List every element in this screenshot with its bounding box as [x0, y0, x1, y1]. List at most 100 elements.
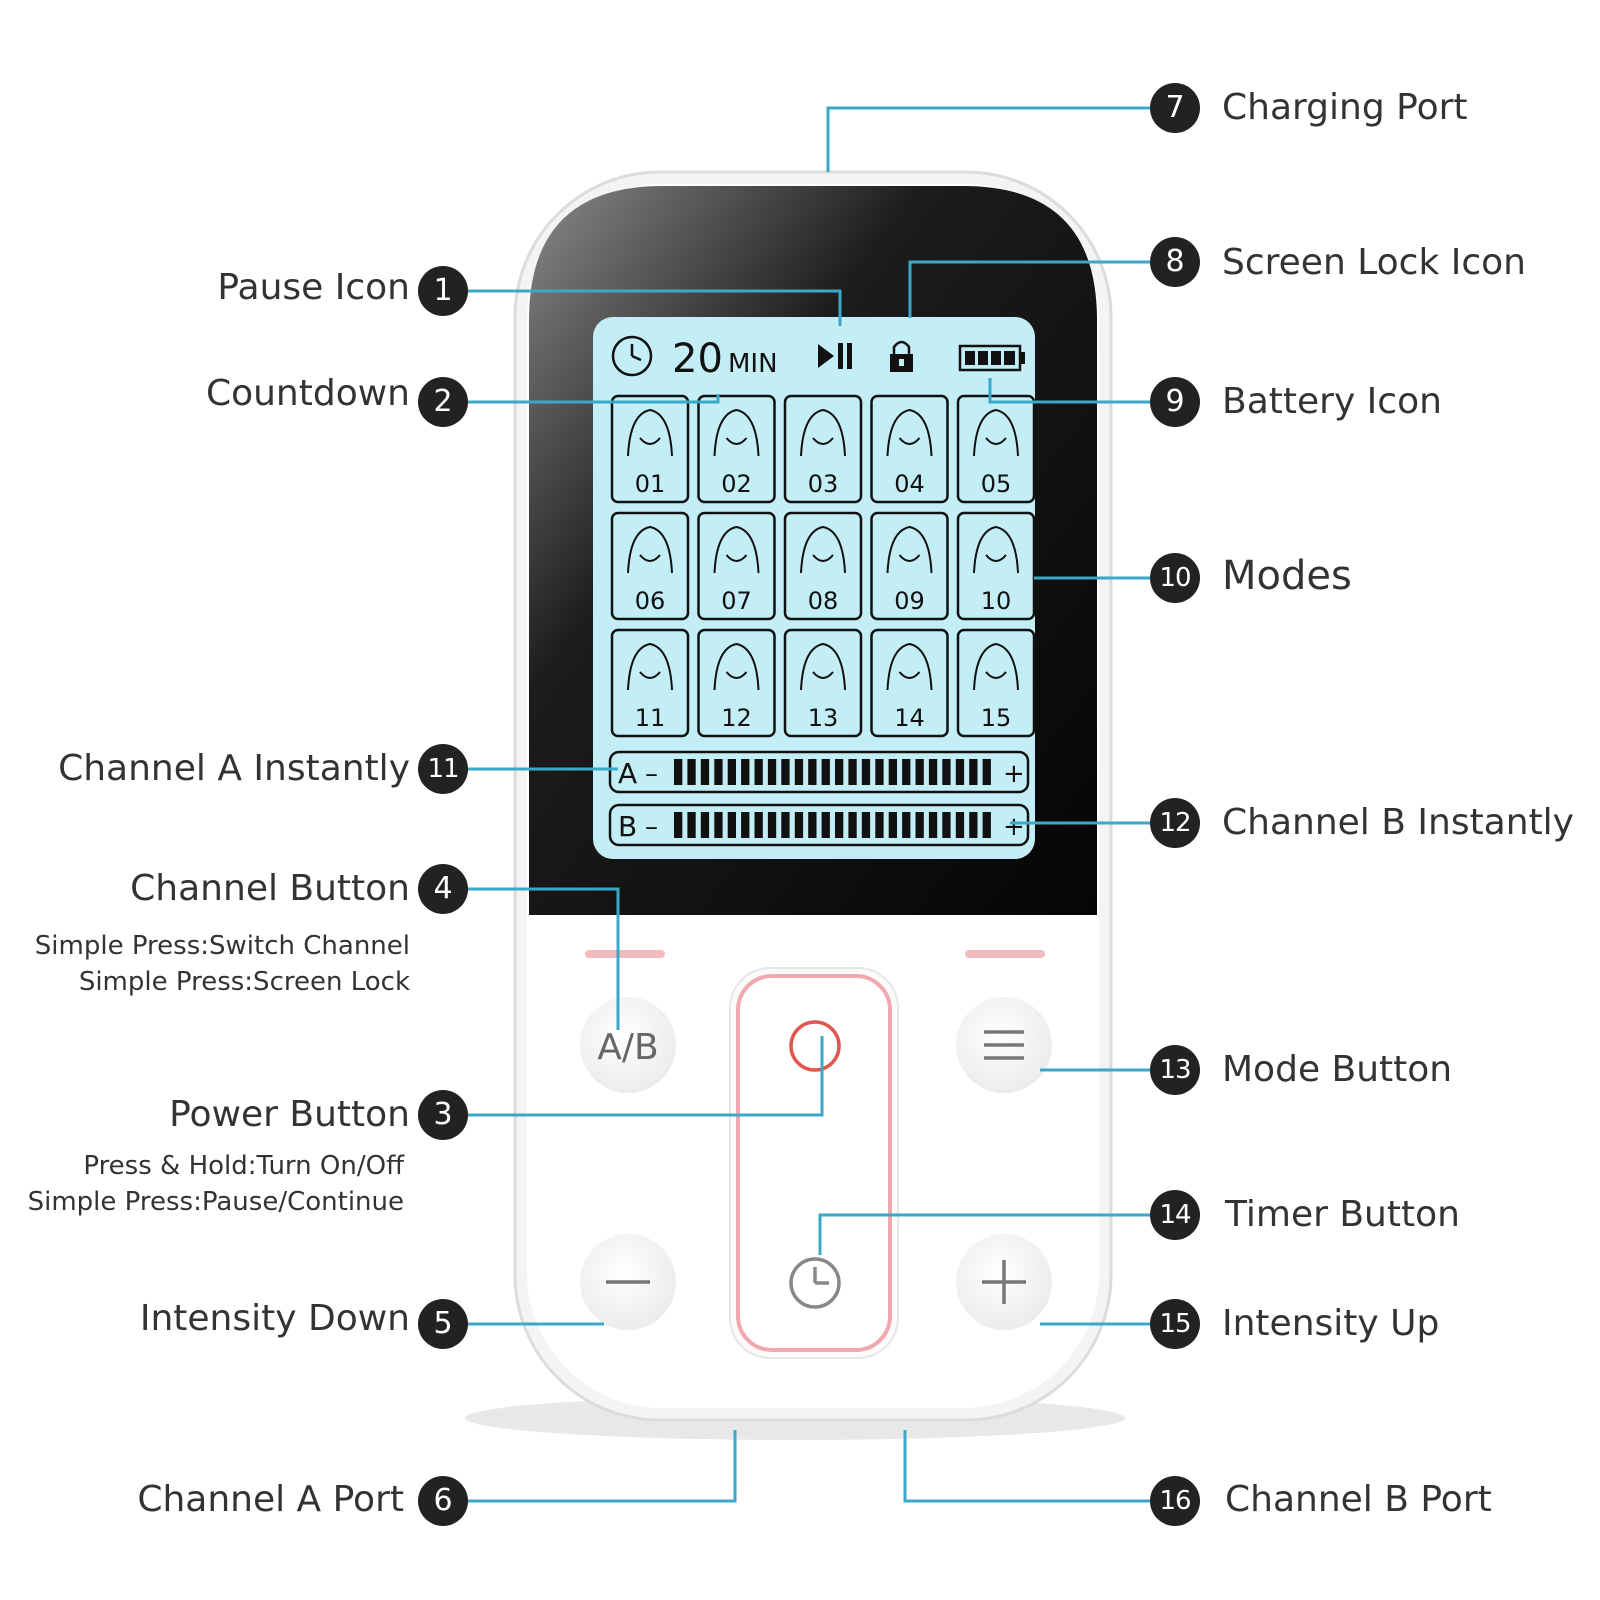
callout-label-charging-port: Charging Port	[1222, 87, 1468, 128]
intensity-segment	[808, 759, 817, 785]
body-part-icon	[800, 408, 846, 457]
ab-button-label: A/B	[597, 1027, 658, 1068]
channel-b-minus: –	[645, 812, 658, 842]
intensity-segment	[861, 812, 871, 838]
body-part-icon	[800, 525, 846, 574]
intensity-segment	[888, 759, 897, 785]
intensity-segment	[928, 812, 938, 838]
body-part-icon	[886, 525, 933, 574]
callout-badge-12: 12	[1150, 798, 1200, 848]
mode-tile: 10	[956, 511, 1036, 621]
mode-tile: 08	[783, 511, 863, 621]
mode-number: 02	[721, 470, 752, 498]
mode-number: 04	[894, 470, 925, 498]
intensity-segment	[835, 759, 844, 785]
intensity-segment	[821, 759, 830, 785]
callout-badge-8: 8	[1150, 237, 1200, 287]
body-part-icon	[627, 525, 673, 574]
countdown-unit: MIN	[728, 349, 778, 379]
mode-number: 15	[981, 704, 1012, 732]
intensity-segment	[875, 812, 884, 838]
callout-label-modes: Modes	[1222, 553, 1352, 599]
channel-a-bar: A – +	[608, 750, 1030, 794]
countdown-value: 20	[672, 336, 723, 382]
callout-label-channel-a-port: Channel A Port	[137, 1479, 404, 1520]
intensity-segment	[714, 759, 723, 785]
callout-badge-6: 6	[418, 1476, 468, 1526]
mode-tile: 04	[870, 394, 949, 504]
callout-badge-15: 15	[1150, 1299, 1200, 1349]
callout-badge-14: 14	[1150, 1190, 1200, 1240]
intensity-segment	[808, 812, 817, 838]
intensity-segment	[955, 812, 965, 838]
callout-label-power-button: Power Button	[169, 1094, 410, 1135]
channel-b-indicator-light	[965, 950, 1045, 958]
intensity-segment	[928, 759, 938, 785]
timer-button[interactable]	[789, 1257, 841, 1309]
intensity-segment	[700, 812, 710, 838]
intensity-segment	[687, 812, 696, 838]
mode-tile: 09	[870, 511, 949, 621]
intensity-segment	[955, 759, 965, 785]
channel-b-letter: B	[618, 810, 637, 843]
intensity-segment	[835, 812, 844, 838]
callout-label-pause-icon: Pause Icon	[217, 267, 410, 308]
mode-number: 08	[808, 587, 839, 615]
mode-tile: 06	[610, 511, 690, 621]
intensity-down-button[interactable]	[580, 1234, 676, 1330]
intensity-segment	[714, 812, 723, 838]
body-part-icon	[973, 525, 1019, 574]
callout-badge-11: 11	[418, 744, 468, 794]
battery-icon	[958, 344, 1025, 372]
intensity-segment	[982, 812, 991, 838]
intensity-segment	[915, 759, 924, 785]
intensity-up-button[interactable]	[956, 1234, 1052, 1330]
leader-lines	[468, 106, 1150, 1503]
body-part-icon	[886, 642, 933, 691]
body-part-icon	[973, 408, 1019, 457]
mode-tile: 01	[610, 394, 690, 504]
lock-icon	[890, 340, 913, 372]
mode-number: 03	[808, 470, 839, 498]
intensity-segment	[687, 759, 696, 785]
intensity-segment	[767, 812, 777, 838]
power-button[interactable]	[789, 1020, 841, 1072]
timer-icon	[789, 1257, 841, 1309]
intensity-segment	[902, 759, 911, 785]
intensity-segment	[848, 759, 857, 785]
intensity-segment	[741, 759, 750, 785]
intensity-segment	[727, 759, 736, 785]
channel-b-plus: +	[1003, 812, 1025, 842]
intensity-segment	[848, 812, 857, 838]
mode-button[interactable]	[956, 997, 1052, 1093]
intensity-segment	[674, 812, 683, 838]
intensity-segment	[942, 759, 951, 785]
body-part-icon	[713, 408, 760, 457]
intensity-segment	[969, 759, 978, 785]
callout-badge-13: 13	[1150, 1045, 1200, 1095]
mode-number: 07	[721, 587, 752, 615]
callout-label-countdown: Countdown	[205, 373, 410, 414]
callout-label-timer-button: Timer Button	[1225, 1194, 1460, 1235]
power-icon	[789, 1020, 841, 1072]
mode-tile: 15	[956, 628, 1036, 738]
lcd-screen	[593, 317, 1035, 859]
channel-button-note-1: Simple Press:Switch Channel	[34, 931, 410, 961]
channel-ab-button[interactable]: A/B	[580, 997, 676, 1093]
mode-tile: 13	[783, 628, 863, 738]
body-part-icon	[627, 642, 673, 691]
intensity-segment	[888, 812, 897, 838]
callout-label-channel-b-port: Channel B Port	[1225, 1479, 1492, 1520]
callout-label-battery-icon: Battery Icon	[1222, 381, 1442, 422]
mode-number: 11	[635, 704, 666, 732]
mode-tile: 12	[697, 628, 776, 738]
center-panel-ring	[736, 974, 892, 1352]
plus-icon	[982, 1260, 1026, 1304]
intensity-segment	[969, 812, 978, 838]
callout-label-channel-a-instantly: Channel A Instantly	[58, 748, 410, 789]
callout-badge-2: 2	[418, 377, 468, 427]
intensity-segment	[794, 759, 804, 785]
intensity-segment	[942, 812, 951, 838]
